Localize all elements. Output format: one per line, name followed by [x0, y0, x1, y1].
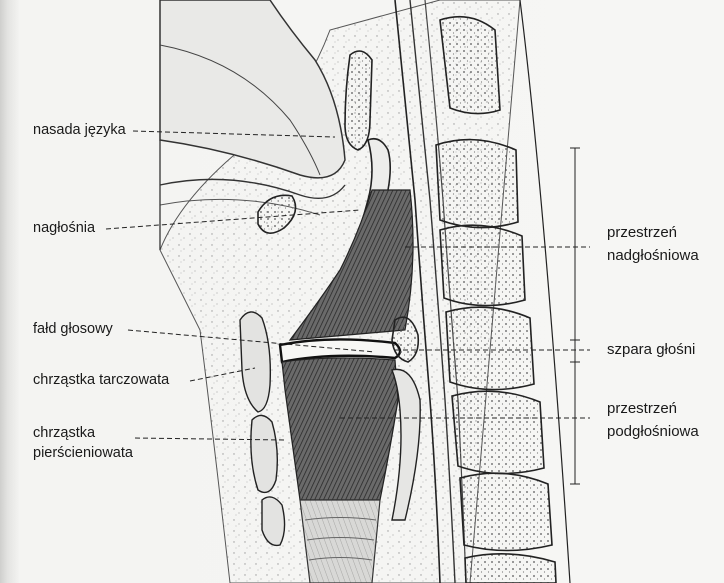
label-nasada-jezyka: nasada języka: [33, 120, 126, 141]
label-fald-glosowy: fałd głosowy: [33, 319, 113, 340]
label-przestrzen-podglosniowa-line2: podgłośniowa: [607, 421, 699, 443]
label-przestrzen-nadglosniowa-line2: nadgłośniowa: [607, 245, 699, 267]
label-chrzastka-pierscieniowata-line2: pierścieniowata: [33, 443, 133, 464]
label-chrzastka-tarczowata: chrząstka tarczowata: [33, 370, 169, 391]
label-przestrzen-podglosniowa-line1: przestrzeń: [607, 398, 677, 420]
label-szpara-glosni: szpara głośni: [607, 339, 695, 361]
label-chrzastka-pierscieniowata-line1: chrząstka: [33, 423, 95, 444]
region-bracket: [570, 148, 580, 484]
label-naglosnia: nagłośnia: [33, 218, 95, 239]
label-przestrzen-nadglosniowa-line1: przestrzeń: [607, 222, 677, 244]
